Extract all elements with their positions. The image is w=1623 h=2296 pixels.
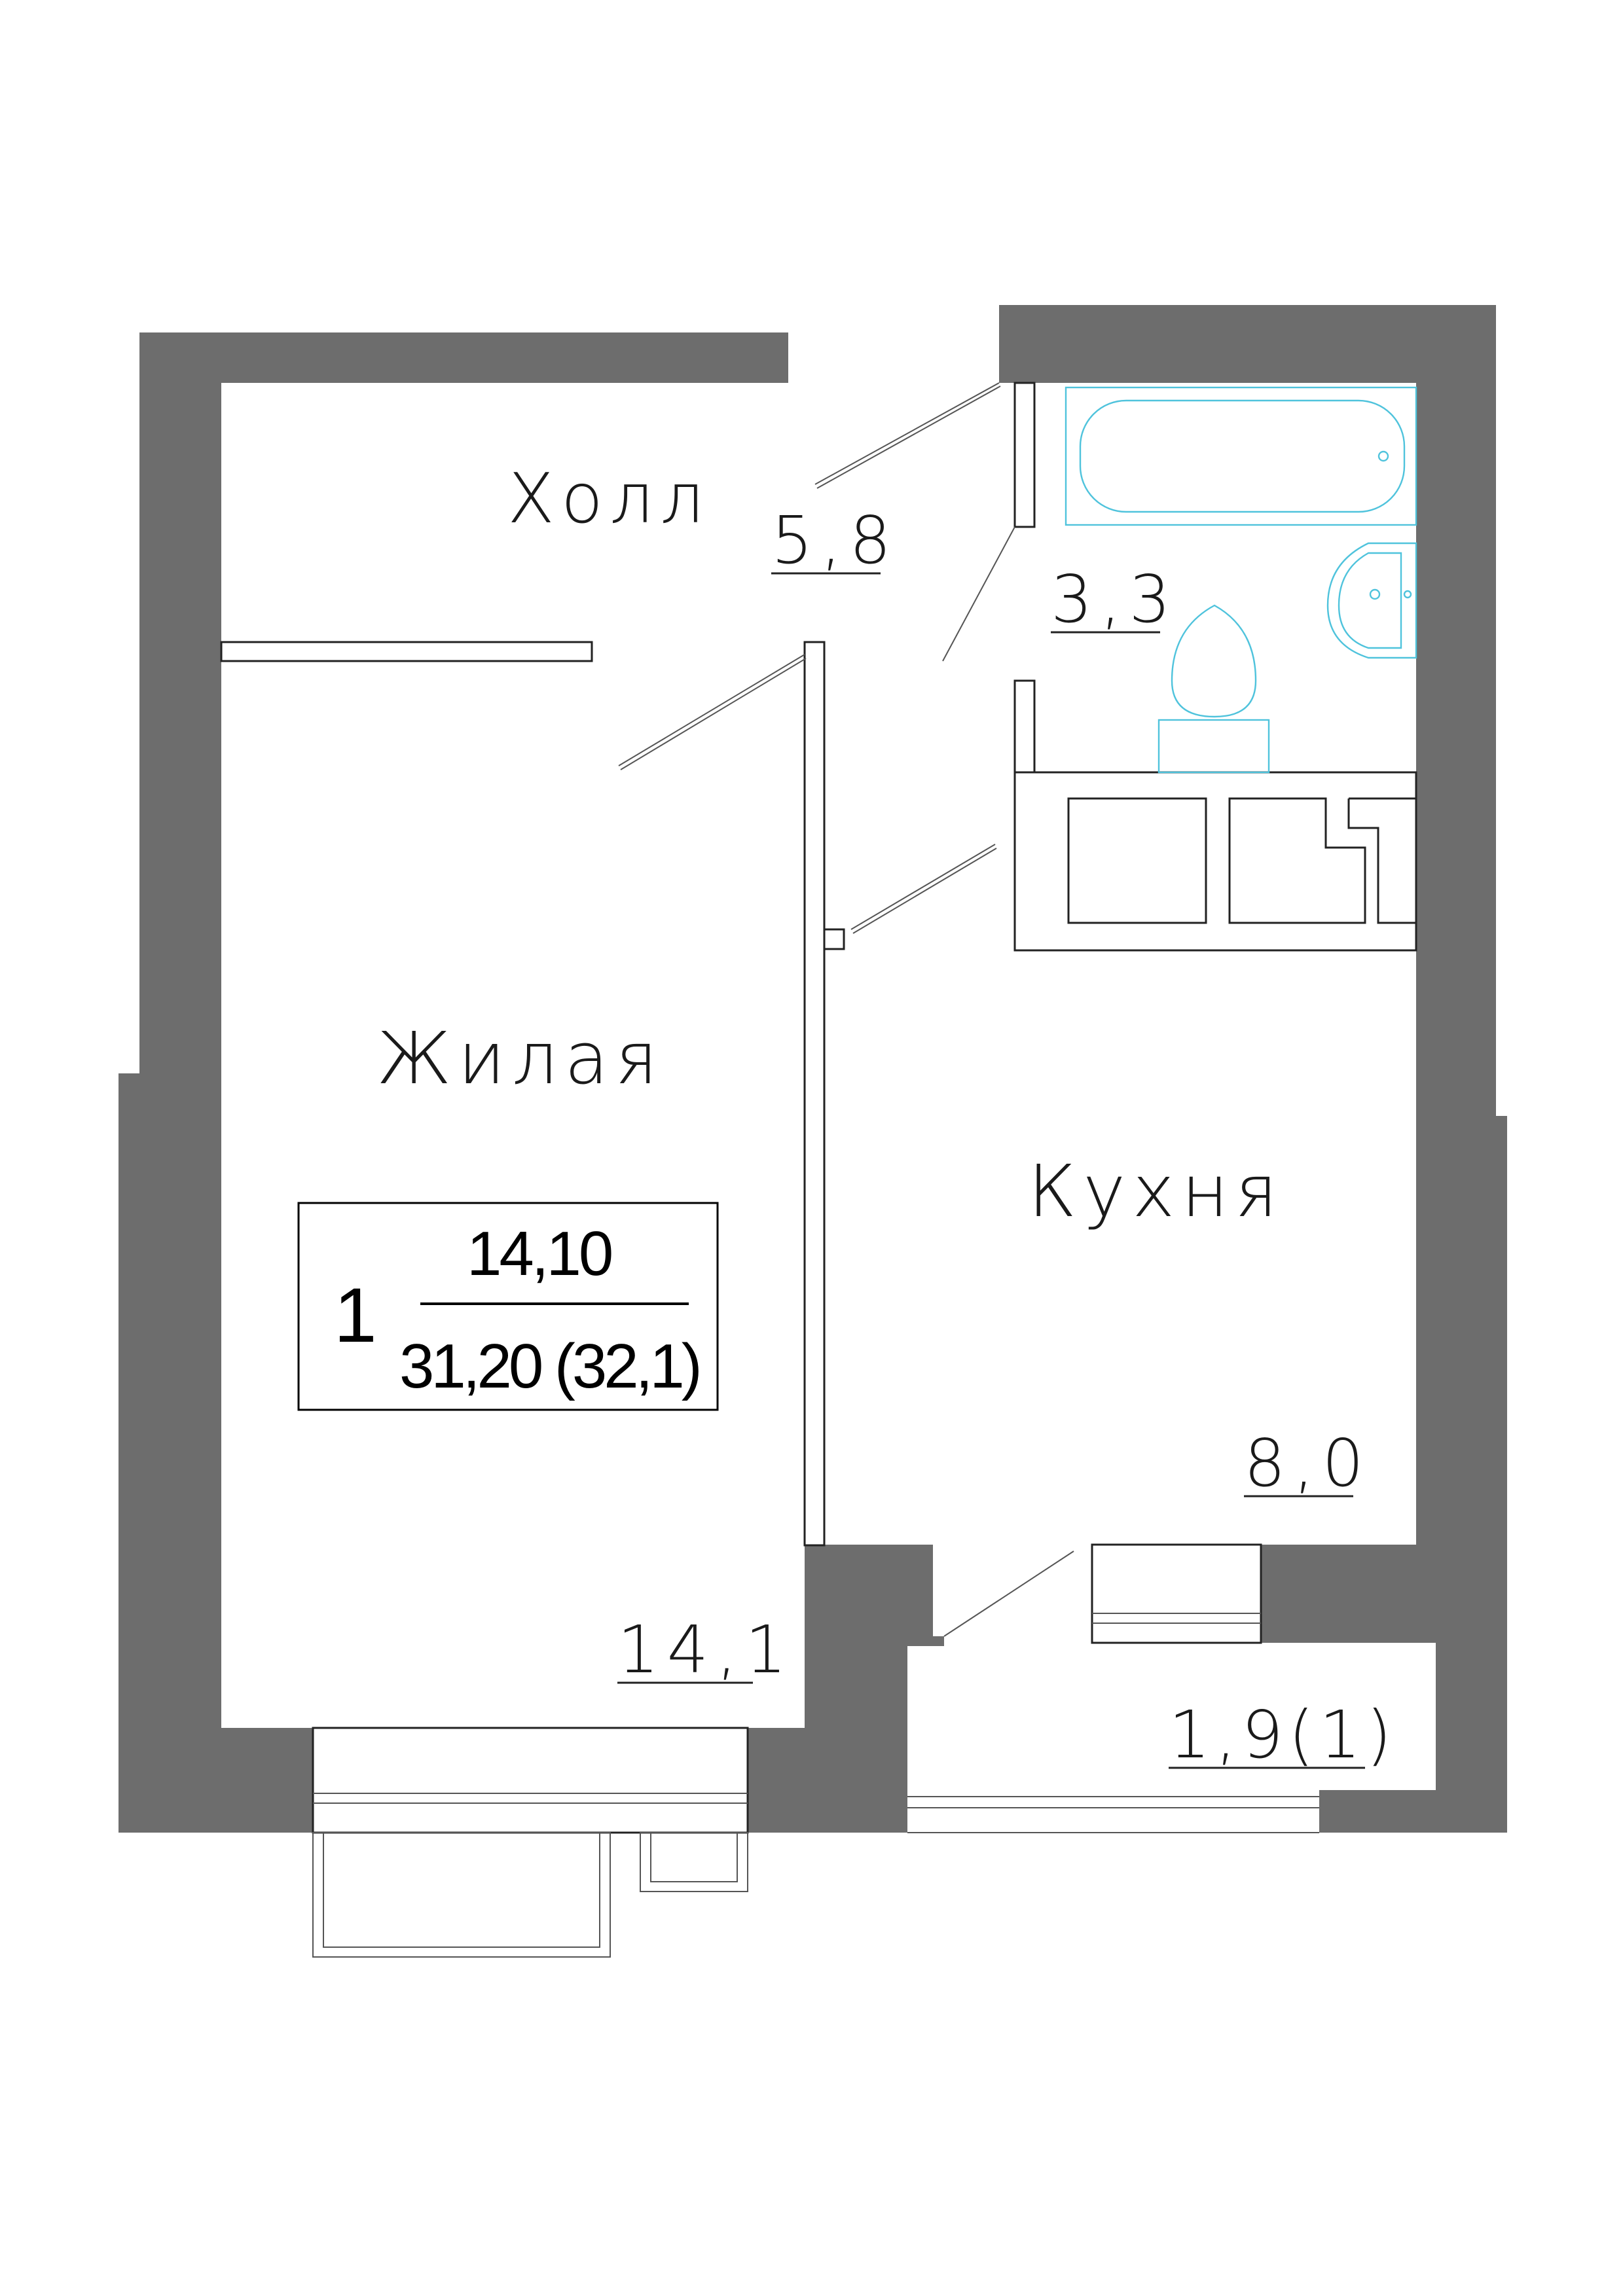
entry-door xyxy=(814,382,1000,485)
room-name-living: Жилая xyxy=(376,1016,665,1100)
wall-bottom-middle xyxy=(748,1545,944,1833)
interior-walls xyxy=(220,382,1417,1547)
exterior-walls xyxy=(119,305,1507,1833)
partition-notch xyxy=(823,928,845,950)
doors xyxy=(618,382,1074,1637)
area-balcony: 1,9(1) xyxy=(1169,1696,1397,1773)
wall-top-left xyxy=(139,332,788,1728)
toilet-tank xyxy=(1158,719,1270,774)
rooms-count: 1 xyxy=(334,1272,377,1359)
area-bathroom: 3,3 xyxy=(1051,561,1178,637)
sink xyxy=(1326,542,1417,659)
bathroom-fixtures xyxy=(1065,386,1417,774)
summary-frame xyxy=(297,1202,719,1411)
windows xyxy=(312,1543,1319,1958)
living-door xyxy=(618,654,805,766)
bath-partition-lower xyxy=(1013,679,1036,774)
bath-partition-upper xyxy=(1013,382,1036,528)
utility-cell-2 xyxy=(1228,797,1366,924)
kitchen-window xyxy=(1091,1543,1262,1644)
living-balcony-ledge-inner xyxy=(323,1832,600,1948)
wall-left-lower xyxy=(119,1073,139,1833)
balcony-door xyxy=(943,1551,1074,1637)
living-balcony-ledge xyxy=(312,1832,611,1958)
living-window xyxy=(312,1727,749,1834)
living-door-2 xyxy=(620,658,807,770)
bathtub-inner xyxy=(1079,399,1406,513)
wall-top-right xyxy=(999,305,1496,1116)
living-kitchen-partition xyxy=(803,641,826,1547)
kitchen-door-2 xyxy=(852,848,997,934)
utility-cell-1 xyxy=(1067,797,1207,924)
room-name-hall: Холл xyxy=(507,459,710,539)
wall-bottom-left xyxy=(119,1728,313,1833)
hall-living-partition xyxy=(220,641,593,662)
summary-box: 1 14,10 31,20 (32,1) xyxy=(297,1202,719,1411)
room-labels: Холл 5,8 3,3 Жилая 14,1 Кухня 8,0 1,9(1) xyxy=(376,459,1397,1773)
room-name-kitchen: Кухня xyxy=(1028,1149,1284,1233)
living-area-total: 14,10 xyxy=(467,1219,611,1289)
area-living: 14,1 xyxy=(617,1611,795,1688)
area-hall: 5,8 xyxy=(771,502,899,579)
total-area: 31,20 (32,1) xyxy=(399,1331,699,1401)
entry-door-2 xyxy=(816,386,1001,489)
wall-right-lower xyxy=(1261,1116,1507,1833)
ac-ledge xyxy=(640,1832,748,1892)
toilet-bowl xyxy=(1171,604,1257,718)
ac-ledge-inner xyxy=(650,1832,738,1882)
area-kitchen: 8,0 xyxy=(1244,1425,1372,1501)
utility-cell-3 xyxy=(1347,797,1416,924)
bath-door xyxy=(942,526,1015,662)
kitchen-door xyxy=(850,844,996,930)
bathtub xyxy=(1065,386,1417,526)
